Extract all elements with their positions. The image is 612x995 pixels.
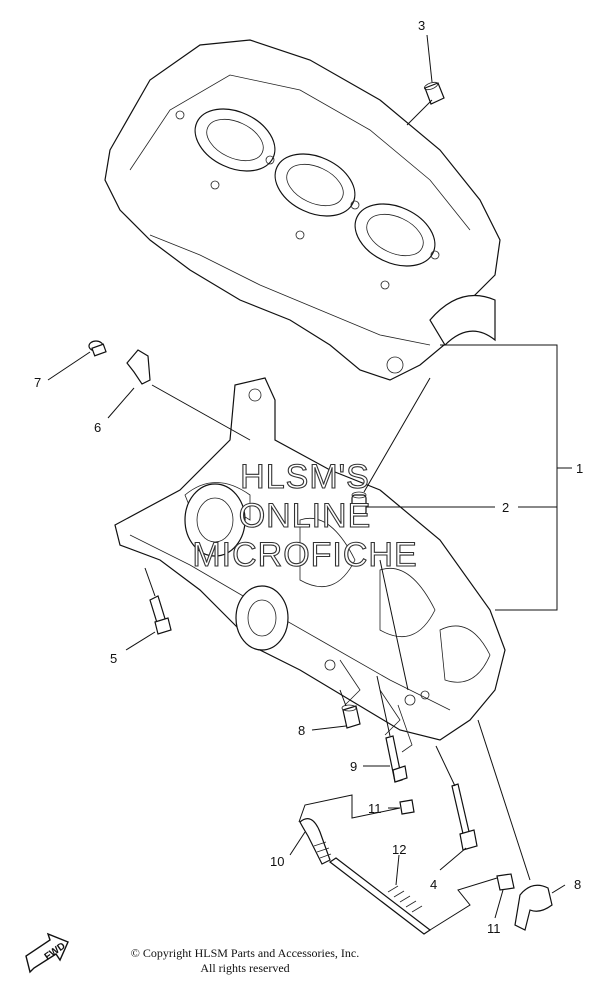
knock-pin-2 (351, 491, 367, 516)
callout-5: 5 (110, 651, 117, 666)
elbow-fitting-8-lower (514, 884, 553, 931)
callout-3: 3 (418, 18, 425, 33)
watermark: HLSM'S ONLINE MICROFICHE (192, 457, 417, 574)
callout-8-upper: 8 (298, 723, 305, 738)
dowel-pin-3 (423, 81, 445, 105)
callout-9: 9 (350, 759, 357, 774)
lower-crankcase (114, 377, 506, 753)
hose-10 (299, 818, 332, 865)
callout-7: 7 (34, 375, 41, 390)
callout-10: 10 (270, 854, 284, 869)
screw-7 (88, 340, 107, 357)
callout-2: 2 (502, 500, 509, 515)
copyright-line-2: All rights reserved (200, 961, 290, 975)
nut-11-upper (399, 799, 415, 815)
leader-lines (47, 34, 572, 931)
watermark-line-1: HLSM'S (240, 458, 370, 496)
bolt-4 (451, 783, 478, 851)
bolt-5 (149, 595, 172, 635)
copyright-notice: © Copyright HLSM Parts and Accessories, … (100, 946, 390, 976)
stud-9 (385, 735, 408, 783)
rod-12 (328, 857, 432, 935)
callout-1: 1 (576, 461, 583, 476)
nut-11-lower (496, 873, 515, 891)
callout-11-upper: 11 (368, 801, 382, 816)
copyright-line-1: © Copyright HLSM Parts and Accessories, … (130, 946, 360, 960)
callout-8-lower: 8 (574, 877, 581, 892)
callout-labels: 1 2 3 4 5 6 7 8 8 9 10 11 11 12 (34, 18, 583, 936)
fwd-arrow-icon: FWD (25, 932, 69, 974)
callout-4: 4 (430, 877, 437, 892)
watermark-line-3: MICROFICHE (192, 536, 417, 574)
bracket-6 (126, 349, 151, 385)
upper-crankcase (104, 39, 501, 381)
callout-6: 6 (94, 420, 101, 435)
callout-11-lower: 11 (487, 921, 501, 936)
plug-8-upper (341, 704, 361, 729)
watermark-line-2: ONLINE (239, 497, 372, 535)
callout-12: 12 (392, 842, 406, 857)
